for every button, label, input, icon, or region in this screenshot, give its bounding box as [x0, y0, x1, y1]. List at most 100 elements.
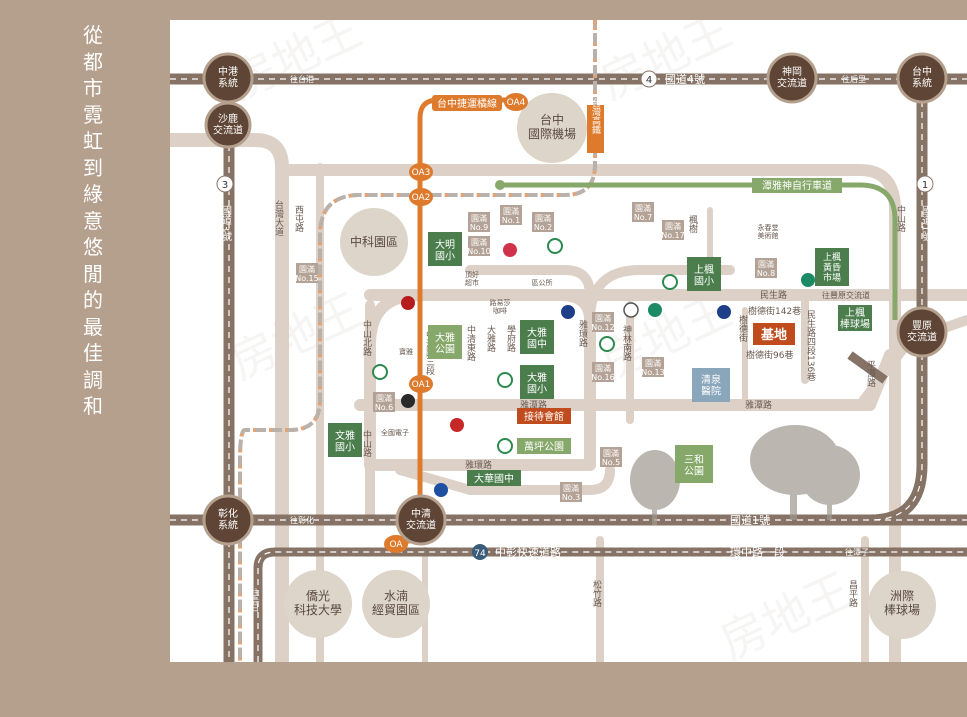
- p74-shield: [472, 544, 488, 560]
- tree-illustration: [630, 425, 860, 525]
- baseball-box[interactable]: [838, 305, 872, 331]
- circle-science-park: [340, 208, 408, 276]
- road-label-yatan-2: 雅潭路: [745, 399, 772, 411]
- dir-houli: 往后里: [842, 74, 866, 84]
- daya-es-box[interactable]: [520, 365, 554, 399]
- district-no1-box[interactable]: [500, 205, 522, 225]
- n1-label: 國道1號: [730, 513, 770, 527]
- road-label-xitun: 西屯路: [293, 205, 304, 233]
- mrt-stations: OA4 OA3 OA2 OA1 OA: [384, 93, 528, 553]
- hsr-line: [238, 20, 597, 662]
- road-south-loop: [395, 465, 615, 495]
- daya-park-box[interactable]: [428, 325, 462, 359]
- pxmart-icon-2: [717, 305, 731, 319]
- hospital-box[interactable]: [692, 368, 730, 402]
- node-shengang-label: 神岡交流道: [777, 65, 807, 90]
- dahua-box[interactable]: [467, 470, 521, 486]
- circle-airport: [517, 93, 587, 163]
- node-changhua-label: 彰化系統: [218, 507, 238, 532]
- reception-box[interactable]: [517, 408, 571, 424]
- district-no3-box[interactable]: [560, 482, 582, 502]
- circle-intercontinental: [868, 571, 936, 639]
- location-map: 房地王 房地王 房地王 房地王 房地王: [170, 20, 967, 662]
- wanping-box[interactable]: [517, 438, 571, 454]
- site-box[interactable]: [753, 323, 795, 345]
- seven-eleven-icon: [547, 238, 563, 254]
- family-mart-icon-2: [801, 273, 815, 287]
- district-no5-box[interactable]: [600, 447, 622, 467]
- road-label-daya: 大雅路: [485, 324, 496, 353]
- sanhe-label: 三和公園: [684, 454, 704, 478]
- node-shengang[interactable]: [766, 52, 818, 104]
- carrefour-icon: [434, 483, 448, 497]
- n3-shield-num: 3: [222, 180, 228, 191]
- road-label-changping: 昌平路: [847, 580, 858, 608]
- n1v-label: 國道1號: [920, 205, 932, 242]
- tree-3: [800, 445, 860, 505]
- label-intercontinental: 洲際棒球場: [884, 589, 920, 617]
- road-label-zhongqing-east: 中清東路: [465, 324, 476, 362]
- huanzhong-label: 環中路一段: [730, 545, 785, 559]
- node-fengyuan[interactable]: [896, 306, 948, 358]
- station-oa[interactable]: [384, 535, 408, 553]
- district-no13-box[interactable]: [642, 357, 664, 377]
- road-label-shenlin: 神林南路: [621, 324, 632, 362]
- bike-path: [500, 182, 898, 320]
- station-oa3[interactable]: [409, 163, 433, 181]
- road-label-yahuan: 雅環路: [465, 459, 492, 471]
- station-oa1-label: OA1: [412, 380, 431, 390]
- market-label: 上楓黃昏市場: [823, 251, 841, 284]
- daming-box[interactable]: [428, 232, 462, 266]
- district-no9-box[interactable]: [468, 212, 490, 232]
- district-no10-box[interactable]: [468, 236, 490, 256]
- district-no16-box[interactable]: [592, 362, 614, 382]
- station-oa4[interactable]: [504, 93, 528, 111]
- dir-changhua: 往彰化: [290, 515, 314, 525]
- district-no7-box[interactable]: [632, 202, 654, 222]
- station-oa1[interactable]: [409, 375, 433, 393]
- n3-label: 國道3號: [220, 205, 232, 242]
- shangfeng-es-box[interactable]: [687, 257, 721, 291]
- district-no2-box[interactable]: [532, 212, 554, 232]
- freeway-tanzi-link: [847, 351, 888, 384]
- market-box[interactable]: [815, 248, 849, 286]
- road-label-taiwan-blvd: 台灣大道: [273, 199, 284, 237]
- daya-jh-box[interactable]: [520, 320, 554, 354]
- district-no15-box[interactable]: [296, 263, 318, 283]
- p74-label: 中彰快速道路: [495, 545, 561, 559]
- direction-labels: 往台港 往后里 往彰化 往潭子 往烏日: [251, 74, 870, 613]
- bike-path-label-bg: [752, 178, 842, 193]
- n4-shield-num: 4: [646, 75, 652, 86]
- mercedes-icon: [623, 302, 639, 318]
- node-shalu-label: 沙鹿交流道: [213, 112, 243, 137]
- district-no12-box[interactable]: [592, 312, 614, 332]
- reception-label: 接待會館: [524, 410, 564, 423]
- road-label-shude96: 樹德街96巷: [746, 349, 793, 361]
- pizzahut-icon: [450, 418, 464, 432]
- poi-post: 區公所: [532, 278, 553, 287]
- wenya-box[interactable]: [328, 423, 362, 457]
- n1v-shield: [916, 175, 934, 193]
- area-circles: [284, 93, 936, 639]
- sanhe-box[interactable]: [675, 445, 713, 483]
- highway-labels: 4 國道4號 國道1號 3 國道3號 1 國道1號 74 中彰快速道路 環中路一…: [216, 70, 934, 560]
- label-shuinan: 水湳經貿園區: [372, 588, 420, 617]
- road-label-songzhu: 松竹路: [591, 579, 602, 608]
- hsr-label: 台灣高鐵: [590, 97, 601, 135]
- node-shalu[interactable]: [204, 101, 252, 149]
- poi-electronics: 全國電子: [381, 428, 409, 437]
- district-no8-box[interactable]: [755, 258, 777, 278]
- freeway-p74: [253, 547, 967, 662]
- node-zhongqing[interactable]: [395, 494, 447, 546]
- station-oa2[interactable]: [409, 188, 433, 206]
- node-taichung[interactable]: [896, 52, 948, 104]
- district-no6-box[interactable]: [373, 392, 395, 412]
- node-changhua[interactable]: [202, 494, 254, 546]
- district-no17-box[interactable]: [662, 220, 684, 240]
